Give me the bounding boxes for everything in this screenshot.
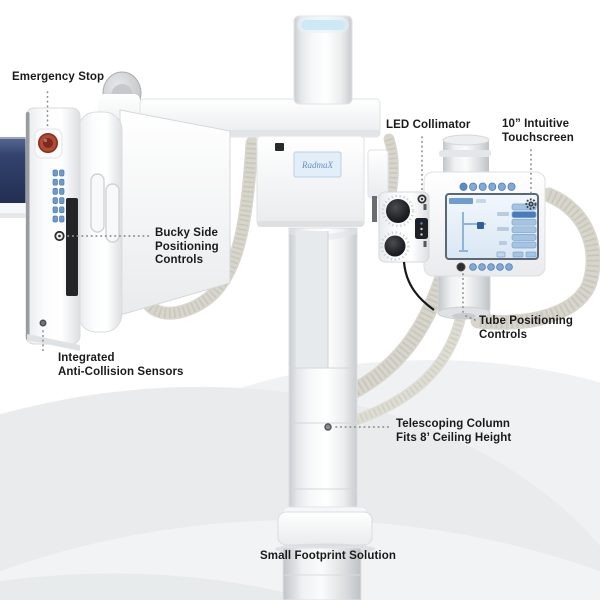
carriage-box: RadmaX — [256, 135, 365, 227]
callout-text: LED Collimator — [386, 119, 471, 131]
carriage-column — [293, 15, 353, 105]
collimator-control-box — [372, 191, 430, 263]
callout-tube-controls: Tube Positioning Controls — [479, 315, 573, 342]
callout-text: Bucky Side — [155, 227, 218, 239]
bucky-controls-target — [54, 230, 65, 242]
callout-anti-collision: Integrated Anti-Collision Sensors — [58, 352, 184, 379]
callout-led-collimator: LED Collimator — [386, 119, 470, 133]
callout-text: Emergency Stop — [12, 71, 105, 83]
gear-icon — [525, 198, 537, 210]
callout-connectors — [42, 91, 532, 428]
anti-collision-sensor-dot — [39, 319, 47, 327]
callout-text: Controls — [155, 254, 204, 266]
callout-targets — [39, 194, 427, 431]
callout-text: Touchscreen — [502, 131, 574, 144]
screen-menu-buttons — [496, 203, 537, 258]
telescoping-column — [288, 227, 358, 517]
callout-touchscreen: 10” Intuitive Touchscreen — [502, 118, 574, 145]
collimator-knob — [384, 235, 406, 257]
brand-logo-text: RadmaX — [301, 160, 333, 170]
sensor-window — [275, 143, 284, 151]
touchscreen-bottom-buttons — [456, 262, 513, 272]
callout-text: Anti-Collision Sensors — [58, 365, 184, 378]
screen-readouts — [497, 212, 509, 245]
detector-handle — [105, 183, 120, 243]
base-pedestal — [282, 547, 362, 600]
touchscreen-panel — [423, 171, 546, 277]
callout-footprint: Small Footprint Solution — [258, 550, 398, 564]
callout-emergency-stop: Emergency Stop — [12, 71, 104, 85]
callout-text: Positioning — [155, 240, 219, 253]
detector-handle — [90, 173, 105, 233]
callout-text: Tube Positioning — [479, 315, 574, 327]
callout-text: Controls — [479, 328, 528, 341]
callout-text: Small Footprint Solution — [260, 550, 396, 562]
collimator-knob — [386, 199, 410, 223]
screen-title-bar — [449, 198, 473, 204]
detector-assembly — [25, 107, 231, 351]
detector-black-strip — [66, 198, 78, 296]
callout-text: 10” Intuitive — [502, 118, 570, 130]
callout-text: Fits 8’ Ceiling Height — [396, 431, 512, 444]
callout-text: Integrated — [58, 352, 115, 364]
logo-plaque — [293, 151, 342, 178]
led-collimator-target — [417, 194, 427, 204]
bucky-button-column — [52, 169, 65, 223]
telescoping-column-target — [324, 423, 332, 431]
collimator-cable — [402, 261, 435, 311]
cable-hose-collimator — [383, 133, 399, 200]
base — [275, 506, 375, 600]
base-collar — [277, 511, 373, 546]
emergency-stop-button — [34, 128, 63, 159]
led-glow-strip — [301, 20, 345, 30]
touchscreen-top-buttons — [459, 182, 516, 191]
callout-text: Telescoping Column — [396, 418, 511, 430]
cable-hose-loop-right — [470, 187, 600, 330]
callout-bucky-controls: Bucky Side Positioning Controls — [155, 227, 219, 268]
touchscreen-display — [445, 193, 539, 260]
detector-side-panel — [119, 109, 231, 316]
tube-head-assembly — [367, 134, 600, 330]
callout-telescoping-column: Telescoping Column Fits 8’ Ceiling Heigh… — [396, 418, 511, 445]
tube-controls-target-button — [456, 262, 466, 272]
